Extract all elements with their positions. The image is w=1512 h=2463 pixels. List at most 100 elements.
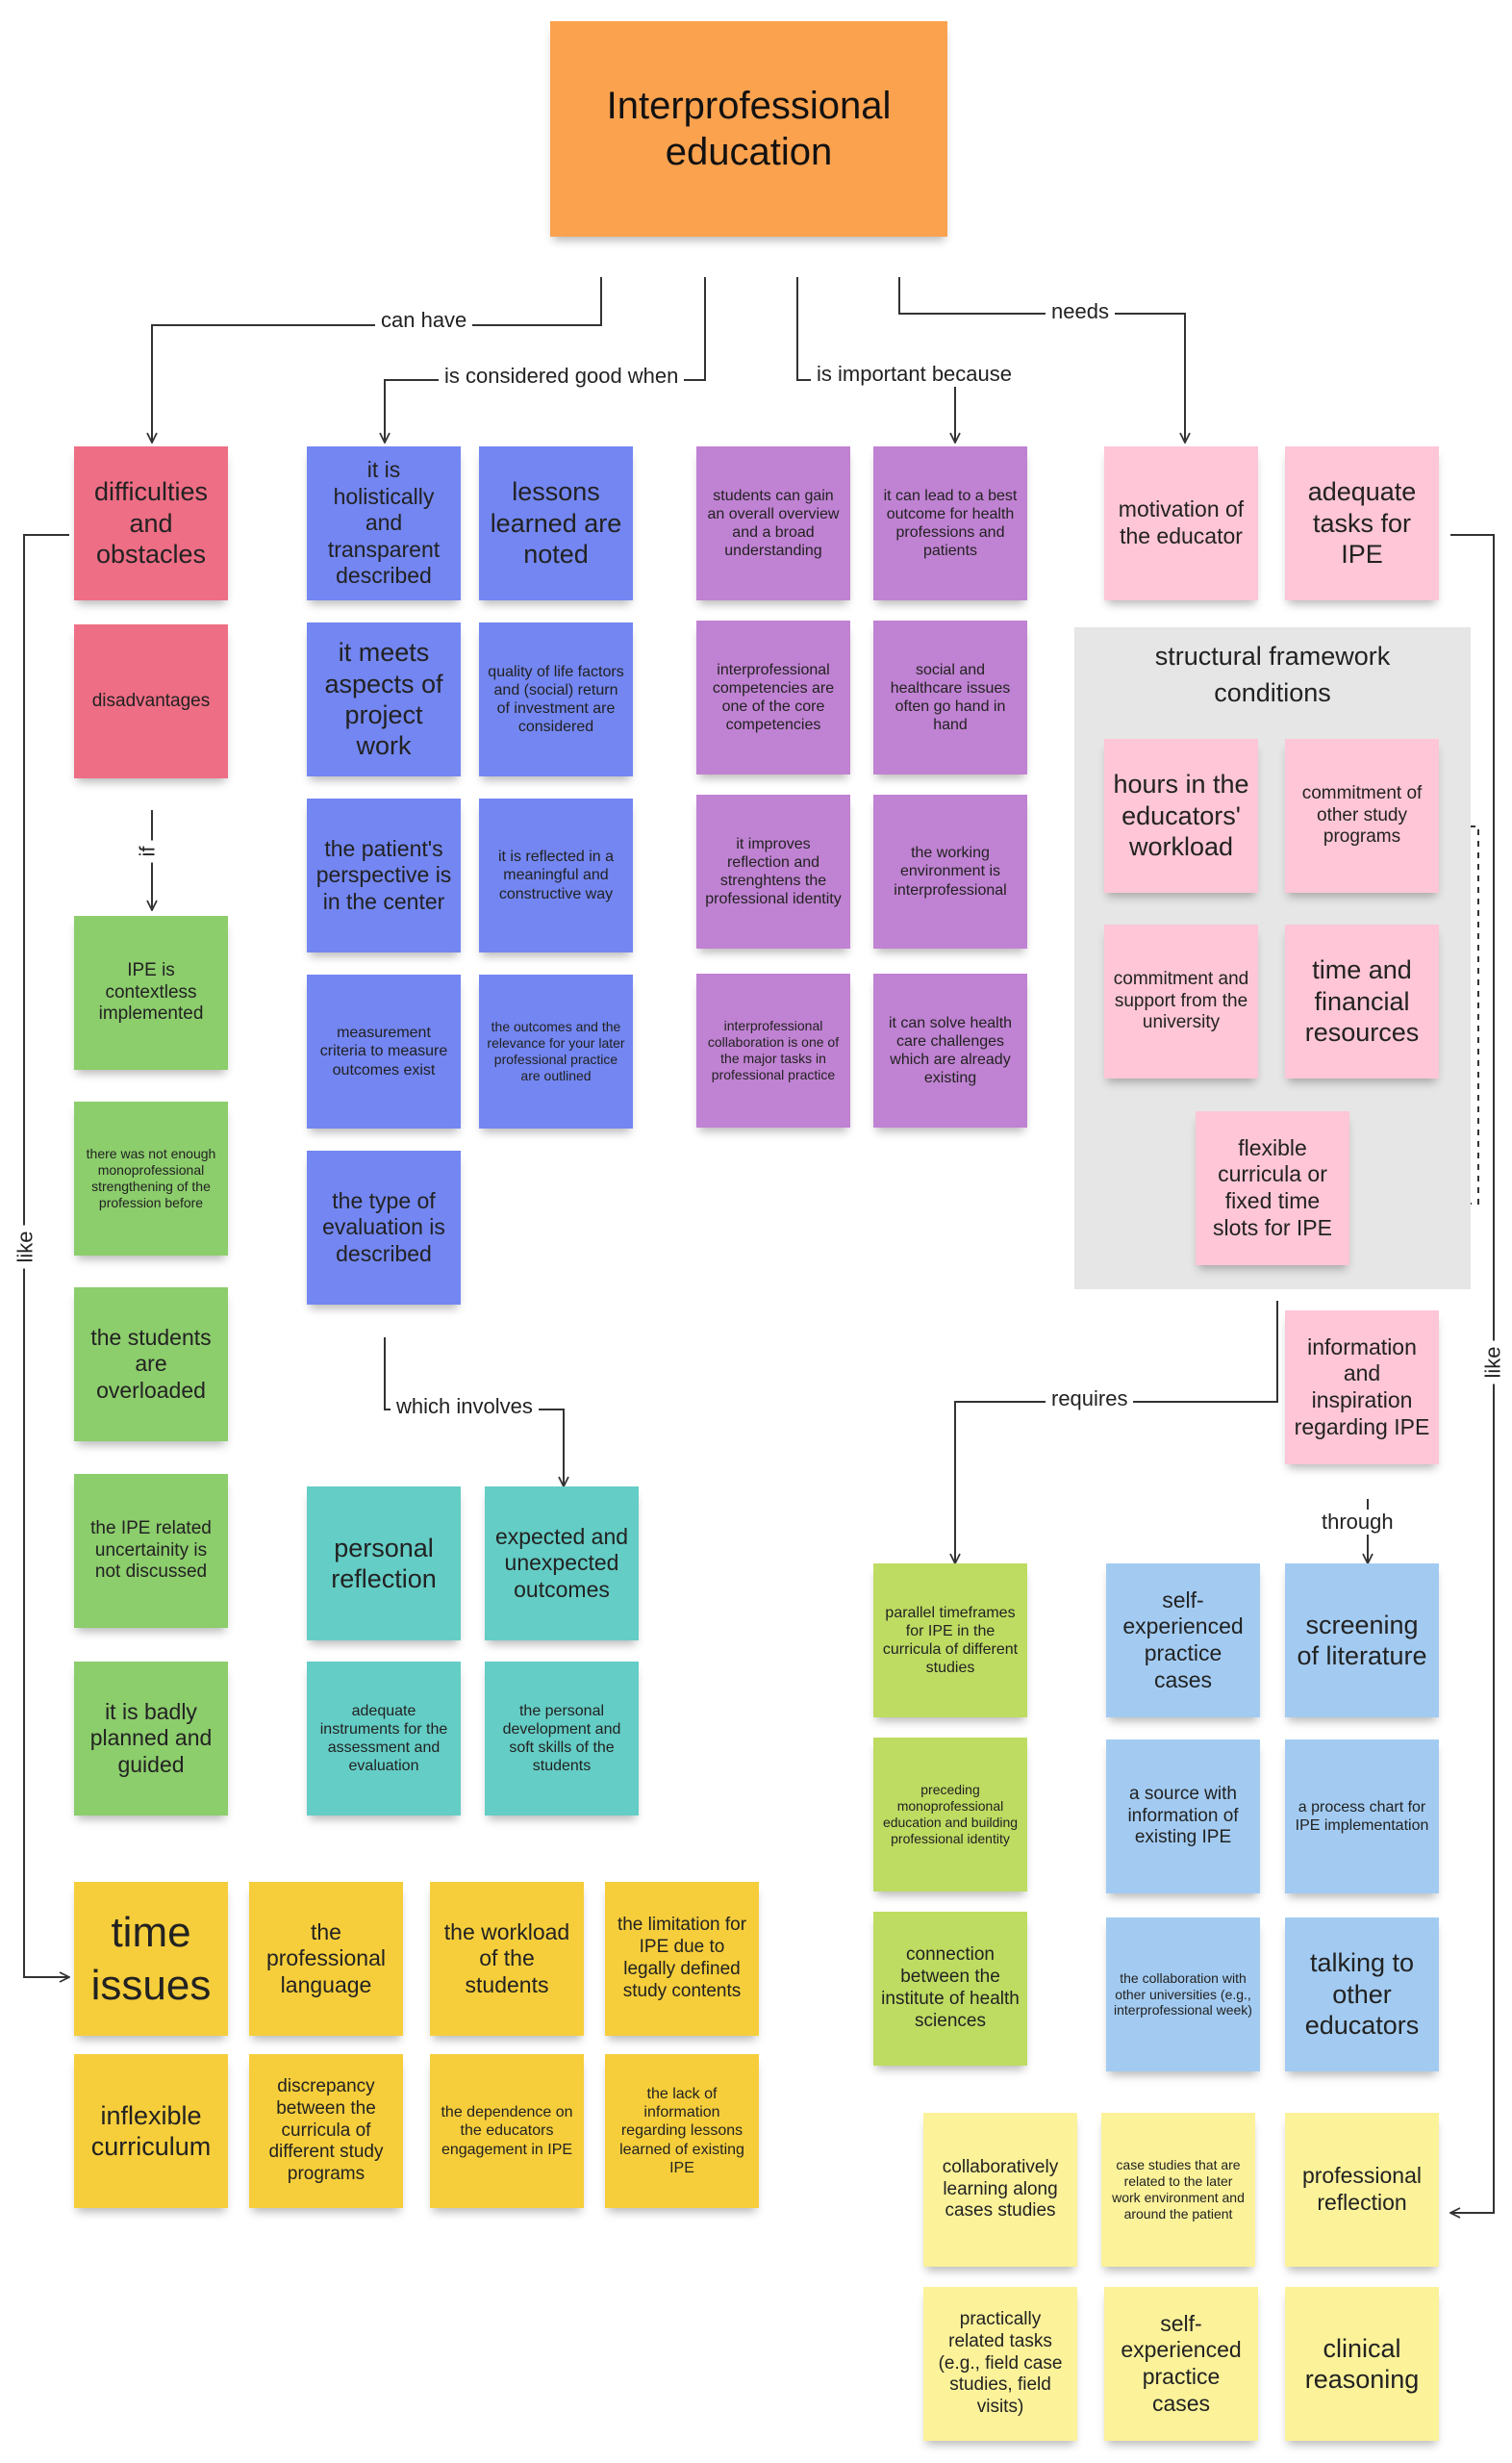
- label-needs: needs: [1046, 299, 1115, 324]
- note-text: the workload of the students: [443, 1918, 570, 1997]
- if-note-5: it is badly planned and guided: [74, 1662, 228, 1816]
- note-text: the lack of information regarding lesson…: [619, 2086, 744, 2176]
- label-if: if: [135, 840, 161, 863]
- note-text: inflexible curriculum: [90, 2100, 212, 2161]
- time-issues-note: time issues: [74, 1882, 228, 2036]
- note-text: self-experienced practice cases: [1122, 1587, 1244, 1692]
- note-text: it can solve health care challenges whic…: [888, 1014, 1013, 1087]
- framework-title: structural framework conditions: [1154, 642, 1391, 707]
- edge-considered-good: [385, 277, 706, 443]
- important-note-3: interprofessional competencies are one o…: [696, 621, 850, 774]
- note-text: a process chart for IPE implementation: [1295, 1798, 1429, 1834]
- task-example-note-6: clinical reasoning: [1285, 2287, 1439, 2441]
- note-text: collaboratively learning along cases stu…: [942, 2156, 1059, 2222]
- note-text: motivation of the educator: [1118, 496, 1245, 548]
- if-note-2: there was not enough monoprofessional st…: [74, 1102, 228, 1256]
- note-text: time and financial resources: [1304, 955, 1420, 1048]
- note-text: expected and unexpected outcomes: [494, 1523, 629, 1602]
- note-text: students can gain an overall overview an…: [707, 487, 840, 560]
- good-when-note-7: measurement criteria to measure outcomes…: [307, 975, 461, 1129]
- good-when-note-9: the type of evaluation is described: [307, 1151, 461, 1305]
- note-text: measurement criteria to measure outcomes…: [319, 1025, 448, 1079]
- note-text: self-experienced practice cases: [1121, 2310, 1242, 2416]
- involves-note-4: the personal development and soft skills…: [485, 1662, 639, 1816]
- time-issues-note-4: the limitation for IPE due to legally de…: [605, 1882, 759, 2036]
- label-requires: requires: [1046, 1386, 1134, 1411]
- note-text: disadvantages: [91, 690, 211, 711]
- important-note-2: it can lead to a best outcome for health…: [873, 446, 1027, 600]
- needs-information-note: information and inspiration regarding IP…: [1285, 1310, 1439, 1464]
- time-issues-note-7: the dependence on the educators engageme…: [430, 2054, 584, 2208]
- through-note-6: talking to other educators: [1285, 1917, 1439, 2071]
- note-text: professional reflection: [1301, 2163, 1423, 2215]
- note-text: the limitation for IPE due to legally de…: [617, 1915, 747, 2001]
- through-note-3: a source with information of existing IP…: [1106, 1739, 1260, 1893]
- note-text: a source with information of existing IP…: [1127, 1783, 1239, 1848]
- label-like-right: like: [1480, 1340, 1506, 1384]
- note-text: preceding monoprofessional education and…: [882, 1782, 1019, 1846]
- note-text: it improves reflection and strenghtens t…: [705, 835, 842, 908]
- label-is-important-because: is important because: [811, 362, 1018, 387]
- edge-important: [796, 277, 955, 443]
- note-text: clinical reasoning: [1304, 2333, 1420, 2394]
- note-text: the IPE related uncertainity is not disc…: [90, 1517, 212, 1583]
- important-note-8: it can solve health care challenges whic…: [873, 974, 1027, 1128]
- involves-note-3: adequate instruments for the assessment …: [307, 1662, 461, 1816]
- note-text: the patient's perspective is in the cent…: [315, 835, 452, 914]
- note-text: commitment of other study programs: [1301, 782, 1423, 848]
- framework-time-resources-note: time and financial resources: [1285, 925, 1439, 1079]
- title-note: Interprofessional education: [550, 21, 947, 237]
- involves-note-1: personal reflection: [307, 1486, 461, 1640]
- task-example-note-3: professional reflection: [1285, 2113, 1439, 2267]
- good-when-note-4: quality of life factors and (social) ret…: [479, 622, 633, 776]
- note-text: it meets aspects of project work: [324, 638, 443, 761]
- edge-requires: [955, 1301, 1278, 1563]
- good-when-note-6: it is reflected in a meaningful and cons…: [479, 799, 633, 952]
- note-text: it is reflected in a meaningful and cons…: [497, 849, 615, 902]
- note-text: the collaboration with other universitie…: [1114, 1969, 1252, 2019]
- good-when-note-2: lessons learned are noted: [479, 446, 633, 600]
- time-issues-note-5: inflexible curriculum: [74, 2054, 228, 2208]
- note-text: it is badly planned and guided: [89, 1698, 213, 1777]
- note-text: information and inspiration regarding IP…: [1294, 1333, 1430, 1439]
- note-text: screening of literature: [1297, 1610, 1427, 1670]
- note-text: the students are overloaded: [90, 1324, 212, 1403]
- requires-note-2: preceding monoprofessional education and…: [873, 1738, 1027, 1892]
- if-note-1: IPE is contextless implemented: [74, 916, 228, 1070]
- note-text: difficulties and obstacles: [93, 477, 209, 570]
- important-note-7: interprofessional collaboration is one o…: [696, 974, 850, 1128]
- good-when-note-5: the patient's perspective is in the cent…: [307, 799, 461, 952]
- good-when-note-1: it is holistically and transparent descr…: [307, 446, 461, 600]
- time-issues-note-6: discrepancy between the curricula of dif…: [249, 2054, 403, 2208]
- requires-note-1: parallel timeframes for IPE in the curri…: [873, 1563, 1027, 1717]
- good-when-note-3: it meets aspects of project work: [307, 622, 461, 776]
- needs-adequate-tasks-note: adequate tasks for IPE: [1285, 446, 1439, 600]
- note-text: there was not enough monoprofessional st…: [86, 1146, 216, 1210]
- note-text: parallel timeframes for IPE in the curri…: [882, 1604, 1019, 1677]
- if-note-3: the students are overloaded: [74, 1287, 228, 1441]
- important-note-6: the working environment is interprofessi…: [873, 795, 1027, 949]
- through-note-5: the collaboration with other universitie…: [1106, 1917, 1260, 2071]
- note-text: the dependence on the educators engageme…: [441, 2104, 573, 2158]
- note-text: hours in the educators' workload: [1113, 770, 1249, 862]
- framework-commitment-university-note: commitment and support from the universi…: [1104, 925, 1258, 1079]
- note-text: commitment and support from the universi…: [1113, 968, 1249, 1033]
- note-text: it is holistically and transparent descr…: [327, 457, 441, 589]
- framework-flexible-note: flexible curricula or fixed time slots f…: [1196, 1111, 1349, 1265]
- note-text: the personal development and soft skills…: [502, 1702, 621, 1775]
- note-text: it can lead to a best outcome for health…: [883, 487, 1018, 560]
- good-when-note-8: the outcomes and the relevance for your …: [479, 975, 633, 1129]
- time-issues-note-3: the workload of the students: [430, 1882, 584, 2036]
- important-note-1: students can gain an overall overview an…: [696, 446, 850, 600]
- note-text: quality of life factors and (social) ret…: [488, 663, 624, 736]
- task-example-note-2: case studies that are related to the lat…: [1101, 2113, 1255, 2267]
- through-note-2: screening of literature: [1285, 1563, 1439, 1717]
- note-text: Interprofessional education: [606, 85, 892, 173]
- note-text: case studies that are related to the lat…: [1112, 2157, 1245, 2222]
- note-text: interprofessional competencies are one o…: [712, 661, 835, 734]
- note-text: lessons learned are noted: [490, 477, 622, 570]
- task-example-note-5: self-experienced practice cases: [1104, 2287, 1258, 2441]
- time-issues-note-2: the professional language: [249, 1882, 403, 2036]
- if-note-4: the IPE related uncertainity is not disc…: [74, 1474, 228, 1628]
- framework-hours-note: hours in the educators' workload: [1104, 739, 1258, 893]
